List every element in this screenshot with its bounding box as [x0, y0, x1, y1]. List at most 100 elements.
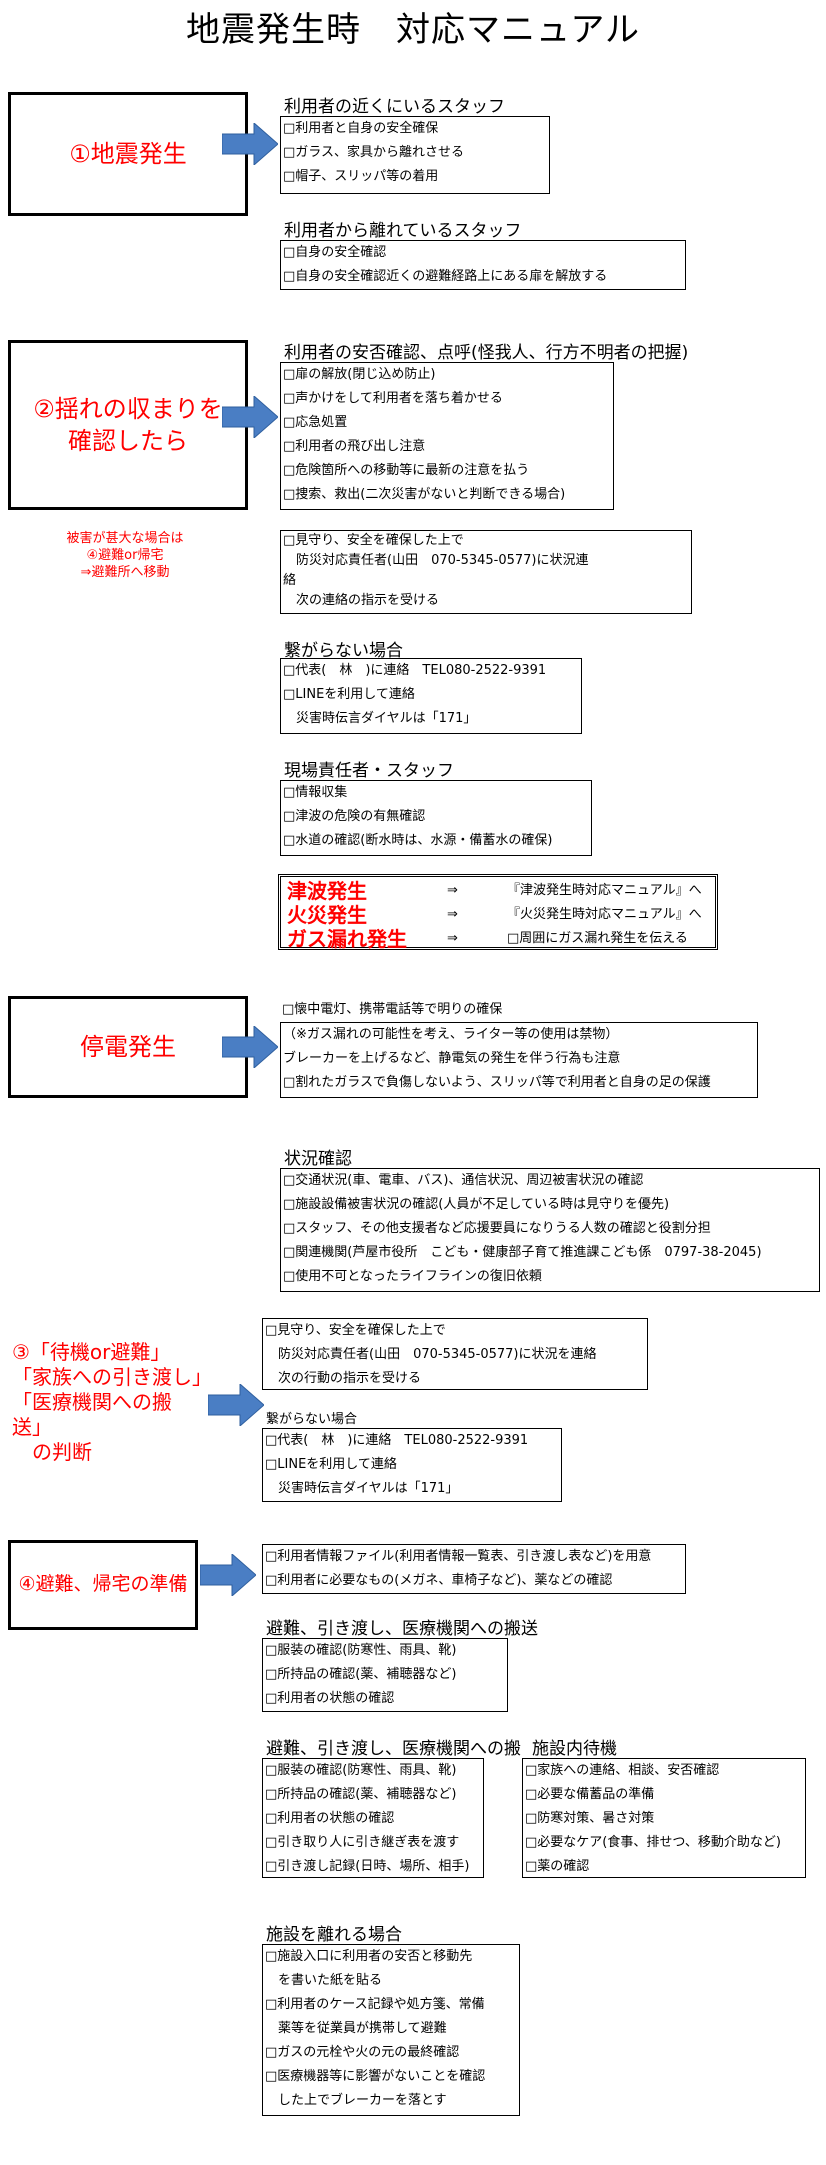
alert-text: □周囲にガス漏れ発生を伝える: [507, 931, 688, 946]
arrow-glyph: ⇒: [447, 907, 458, 922]
list-item: □見守り、安全を確保した上で: [283, 533, 464, 548]
alert-box: 津波発生 ⇒ 『津波発生時対応マニュアル』へ 火災発生 ⇒ 『火災発生時対応マニ…: [278, 874, 718, 951]
power-outage-label: 停電発生: [80, 1032, 176, 1061]
alert-label: 津波発生: [287, 879, 367, 903]
alert-row-tsunami: 津波発生 ⇒ 『津波発生時対応マニュアル』へ: [287, 879, 709, 903]
right-arrow-icon: [222, 396, 278, 438]
power-top-item: □懐中電灯、携帯電話等で明りの確保: [282, 1002, 503, 1017]
decision-no-connection-list: □代表( 林 )に連絡 TEL080-2522-9391 □LINEを利用して連…: [262, 1428, 562, 1502]
page-title: 地震発生時 対応マニュアル: [186, 10, 640, 50]
onsite-standby-heading: 施設内待機: [532, 1739, 617, 1759]
list-item: □帽子、スリッパ等の着用: [283, 169, 439, 184]
list-item: □利用者情報ファイル(利用者情報一覧表、引き渡し表など)を用意: [265, 1549, 652, 1564]
evacuation-heading-2: 避難、引き渡し、医療機関への搬: [266, 1739, 521, 1759]
severe-damage-note: 被害が甚大な場合は ④避難or帰宅 ⇒避難所へ移動: [66, 531, 184, 580]
list-item: 次の連絡の指示を受ける: [283, 593, 440, 608]
power-outage-box: 停電発生: [8, 996, 248, 1098]
step-after-shaking-line2: 確認したら: [68, 427, 188, 455]
safety-check-list: □扉の解放(閉じ込め防止) □声かけをして利用者を落ち着かせる □応急処置 □利…: [280, 362, 614, 510]
handover-list: □服装の確認(防寒性、雨具、靴) □所持品の確認(薬、補聴器など) □利用者の状…: [262, 1758, 484, 1878]
status-check-list: □交通状況(車、電車、バス)、通信状況、周辺被害状況の確認 □施設設備被害状況の…: [280, 1168, 820, 1292]
list-item: □使用不可となったライフラインの復旧依頼: [283, 1269, 542, 1284]
no-connection-heading: 繋がらない場合: [284, 641, 403, 661]
list-item: □利用者と自身の安全確保: [283, 121, 439, 136]
list-item: □捜索、救出(二次災害がないと判断できる場合): [283, 487, 566, 502]
evacuation-list: □服装の確認(防寒性、雨具、靴) □所持品の確認(薬、補聴器など) □利用者の状…: [262, 1638, 508, 1712]
list-item: □服装の確認(防寒性、雨具、靴): [265, 1763, 457, 1778]
list-item: □必要な備蓄品の準備: [525, 1787, 655, 1802]
right-arrow-icon: [208, 1384, 264, 1426]
step-after-shaking-box: ②揺れの収まりを 確認したら: [8, 340, 248, 510]
alert-text: 『津波発生時対応マニュアル』へ: [507, 883, 702, 898]
list-item: した上でブレーカーを落とす: [265, 2093, 447, 2108]
list-item: □引き渡し記録(日時、場所、相手): [265, 1859, 470, 1874]
list-item: □スタッフ、その他支援者など応援要員になりうる人数の確認と役割分担: [283, 1221, 711, 1236]
list-item: □必要なケア(食事、排せつ、移動介助など): [525, 1835, 781, 1850]
list-item: □ガスの元栓や火の元の最終確認: [265, 2045, 460, 2060]
site-manager-heading: 現場責任者・スタッフ: [284, 761, 454, 781]
list-item: □自身の安全確認近くの避難経路上にある扉を解放する: [283, 269, 608, 284]
evacuation-heading: 避難、引き渡し、医療機関への搬送: [266, 1619, 538, 1639]
list-item: □代表( 林 )に連絡 TEL080-2522-9391: [283, 663, 547, 678]
site-manager-list: □情報収集 □津波の危険の有無確認 □水道の確認(断水時は、水源・備蓄水の確保): [280, 780, 592, 856]
list-item: □見守り、安全を確保した上で: [265, 1323, 446, 1338]
list-item: □LINEを利用して連絡: [265, 1457, 397, 1472]
arrow-glyph: ⇒: [447, 883, 458, 898]
list-item: □自身の安全確認: [283, 245, 387, 260]
alert-row-fire: 火災発生 ⇒ 『火災発生時対応マニュアル』へ: [287, 903, 709, 927]
list-item: □代表( 林 )に連絡 TEL080-2522-9391: [265, 1433, 529, 1448]
list-item: □関連機関(芦屋市役所 こども・健康部子育て推進課こども係 0797-38-20…: [283, 1245, 762, 1260]
right-arrow-icon: [222, 123, 278, 165]
list-item: □服装の確認(防寒性、雨具、靴): [265, 1643, 457, 1658]
report-list: □見守り、安全を確保した上で 防災対応責任者(山田 070-5345-0577)…: [280, 530, 692, 614]
list-item: □利用者のケース記録や処方箋、常備: [265, 1997, 485, 2012]
far-staff-heading: 利用者から離れているスタッフ: [284, 221, 522, 241]
list-item: □利用者の状態の確認: [265, 1811, 395, 1826]
alert-row-gas: ガス漏れ発生 ⇒ □周囲にガス漏れ発生を伝える: [287, 927, 709, 951]
leaving-facility-heading: 施設を離れる場合: [266, 1925, 402, 1945]
arrow-glyph: ⇒: [447, 931, 458, 946]
list-item: □情報収集: [283, 785, 348, 800]
list-item: □LINEを利用して連絡: [283, 687, 415, 702]
list-item: □施設入口に利用者の安否と移動先: [265, 1949, 473, 1964]
list-item: 災害時伝言ダイヤルは「171」: [265, 1481, 459, 1496]
step-earthquake-label: ①地震発生: [69, 139, 187, 168]
right-arrow-icon: [222, 1026, 278, 1068]
list-item: 災害時伝言ダイヤルは「171」: [283, 711, 477, 726]
far-staff-list: □自身の安全確認 □自身の安全確認近くの避難経路上にある扉を解放する: [280, 240, 686, 290]
list-item: 防災対応責任者(山田 070-5345-0577)に状況を連絡: [265, 1347, 597, 1362]
step-evacuation-prep-box: ④避難、帰宅の準備: [8, 1540, 198, 1630]
near-staff-list: □利用者と自身の安全確保 □ガラス、家具から離れさせる □帽子、スリッパ等の着用: [280, 116, 550, 194]
list-item: □声かけをして利用者を落ち着かせる: [283, 391, 503, 406]
list-item: □施設設備被害状況の確認(人員が不足している時は見守りを優先): [283, 1197, 670, 1212]
no-connection-list: □代表( 林 )に連絡 TEL080-2522-9391 □LINEを利用して連…: [280, 658, 582, 734]
list-item: □家族への連絡、相談、安否確認: [525, 1763, 720, 1778]
alert-text: 『火災発生時対応マニュアル』へ: [507, 907, 702, 922]
list-item: □利用者の飛び出し注意: [283, 439, 426, 454]
list-item: □ガラス、家具から離れさせる: [283, 145, 465, 160]
list-item: 薬等を従業員が携帯して避難: [265, 2021, 447, 2036]
list-item: □危険箇所への移動等に最新の注意を払う: [283, 463, 530, 478]
alert-label: ガス漏れ発生: [287, 927, 407, 951]
list-item: □薬の確認: [525, 1859, 590, 1874]
list-item: □所持品の確認(薬、補聴器など): [265, 1787, 457, 1802]
step-after-shaking-line1: ②揺れの収まりを: [33, 394, 223, 423]
step-earthquake-box: ①地震発生: [8, 92, 248, 216]
right-arrow-icon: [200, 1554, 256, 1596]
list-item: □所持品の確認(薬、補聴器など): [265, 1667, 457, 1682]
list-item: □扉の解放(閉じ込め防止): [283, 367, 436, 382]
step-evacuation-prep-label: ④避難、帰宅の準備: [18, 1573, 188, 1596]
decision-no-connection-heading: 繋がらない場合: [266, 1412, 358, 1427]
near-staff-heading: 利用者の近くにいるスタッフ: [284, 97, 505, 117]
list-item: □津波の危険の有無確認: [283, 809, 426, 824]
list-item: （※ガス漏れの可能性を考え、ライター等の使用は禁物）: [283, 1027, 619, 1042]
list-item: □利用者の状態の確認: [265, 1691, 395, 1706]
step-decision-label: ③「待機or避難」 「家族への引き渡し」 「医療機関への搬 送」 の判断: [12, 1340, 212, 1464]
list-item: □割れたガラスで負傷しないよう、スリッパ等で利用者と自身の足の保護: [283, 1075, 711, 1090]
list-item: を書いた紙を貼る: [265, 1973, 383, 1988]
list-item: □防寒対策、暑さ対策: [525, 1811, 655, 1826]
list-item: □医療機器等に影響がないことを確認: [265, 2069, 486, 2084]
list-item: □利用者に必要なもの(メガネ、車椅子など)、薬などの確認: [265, 1573, 613, 1588]
power-list: （※ガス漏れの可能性を考え、ライター等の使用は禁物） ブレーカーを上げるなど、静…: [280, 1022, 758, 1098]
prep-list: □利用者情報ファイル(利用者情報一覧表、引き渡し表など)を用意 □利用者に必要な…: [262, 1544, 686, 1594]
